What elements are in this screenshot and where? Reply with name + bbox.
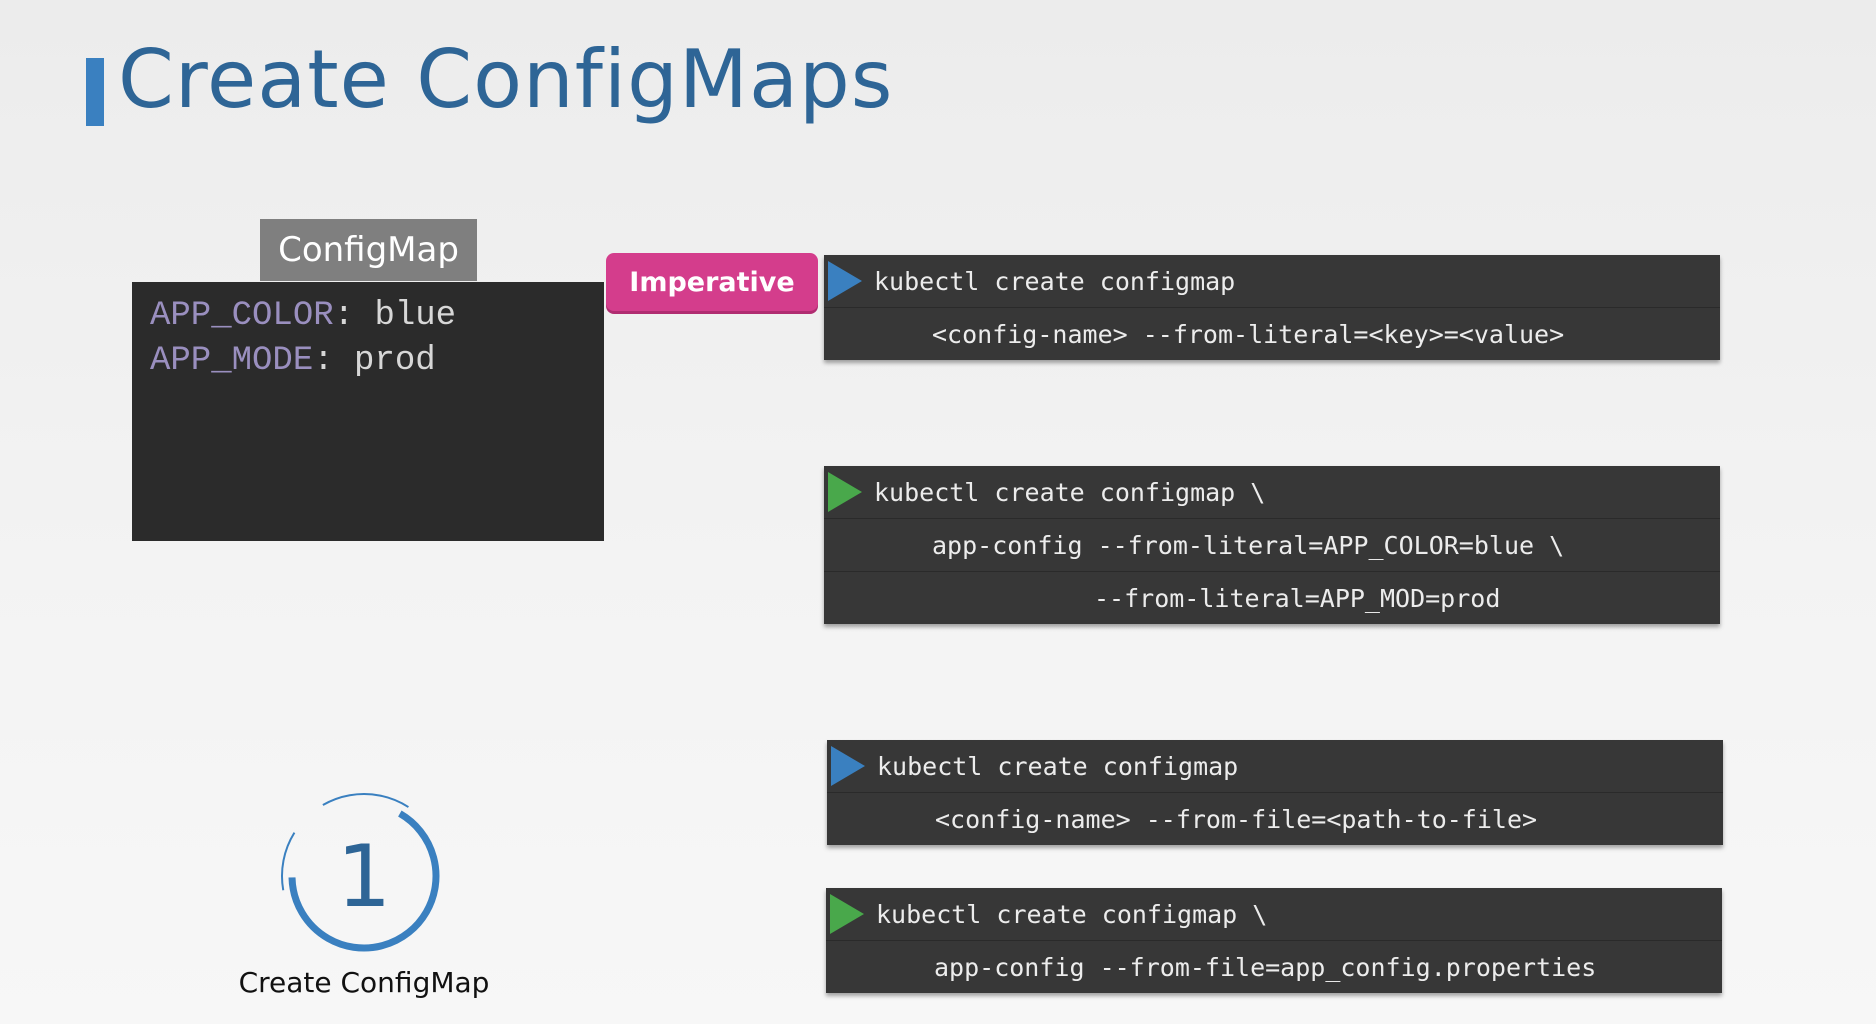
command-block-literal-example: kubectl create configmap \ app-config --… (824, 466, 1720, 624)
command-text: <config-name> --from-literal=<key>=<valu… (932, 319, 1565, 349)
play-green-icon (828, 472, 862, 512)
command-line: <config-name> --from-file=<path-to-file> (827, 793, 1723, 845)
command-text: app-config --from-literal=APP_COLOR=blue… (932, 530, 1565, 560)
play-blue-icon (828, 261, 862, 301)
step-label: Create ConfigMap (238, 966, 490, 999)
configmap-separator: : (313, 342, 355, 380)
command-block-file-syntax: kubectl create configmap <config-name> -… (827, 740, 1723, 845)
command-text: kubectl create configmap \ (874, 477, 1266, 507)
configmap-value: prod (354, 342, 436, 380)
command-text: --from-literal=APP_MOD=prod (1094, 583, 1501, 613)
command-line: --from-literal=APP_MOD=prod (824, 572, 1720, 624)
configmap-label: ConfigMap (260, 219, 477, 281)
command-block-file-example: kubectl create configmap \ app-config --… (826, 888, 1722, 993)
command-line: kubectl create configmap \ (824, 466, 1720, 519)
page-title: Create ConfigMaps (118, 33, 894, 126)
command-line: kubectl create configmap \ (826, 888, 1722, 941)
command-text: <config-name> --from-file=<path-to-file> (935, 804, 1538, 834)
configmap-entry: APP_MODE: prod (150, 339, 586, 384)
configmap-separator: : (333, 297, 375, 335)
configmap-key: APP_MODE (150, 342, 314, 380)
configmap-key: APP_COLOR (150, 297, 334, 335)
command-line: <config-name> --from-literal=<key>=<valu… (824, 308, 1720, 360)
play-green-icon (830, 894, 864, 934)
command-text: kubectl create configmap (874, 266, 1236, 296)
configmap-definition: APP_COLOR: blue APP_MODE: prod (132, 282, 604, 541)
step-circle-icon: 1 (281, 793, 447, 959)
command-block-literal-syntax: kubectl create configmap <config-name> -… (824, 255, 1720, 360)
command-line: kubectl create configmap (827, 740, 1723, 793)
command-line: app-config --from-literal=APP_COLOR=blue… (824, 519, 1720, 572)
imperative-badge: Imperative (606, 253, 818, 311)
step-number: 1 (337, 827, 392, 927)
configmap-entry: APP_COLOR: blue (150, 294, 586, 339)
command-text: kubectl create configmap \ (876, 899, 1268, 929)
command-text: app-config --from-file=app_config.proper… (934, 952, 1597, 982)
play-blue-icon (831, 746, 865, 786)
configmap-value: blue (374, 297, 457, 335)
title-accent-bar (86, 58, 104, 126)
command-line: app-config --from-file=app_config.proper… (826, 941, 1722, 993)
command-line: kubectl create configmap (824, 255, 1720, 308)
command-text: kubectl create configmap (877, 751, 1239, 781)
